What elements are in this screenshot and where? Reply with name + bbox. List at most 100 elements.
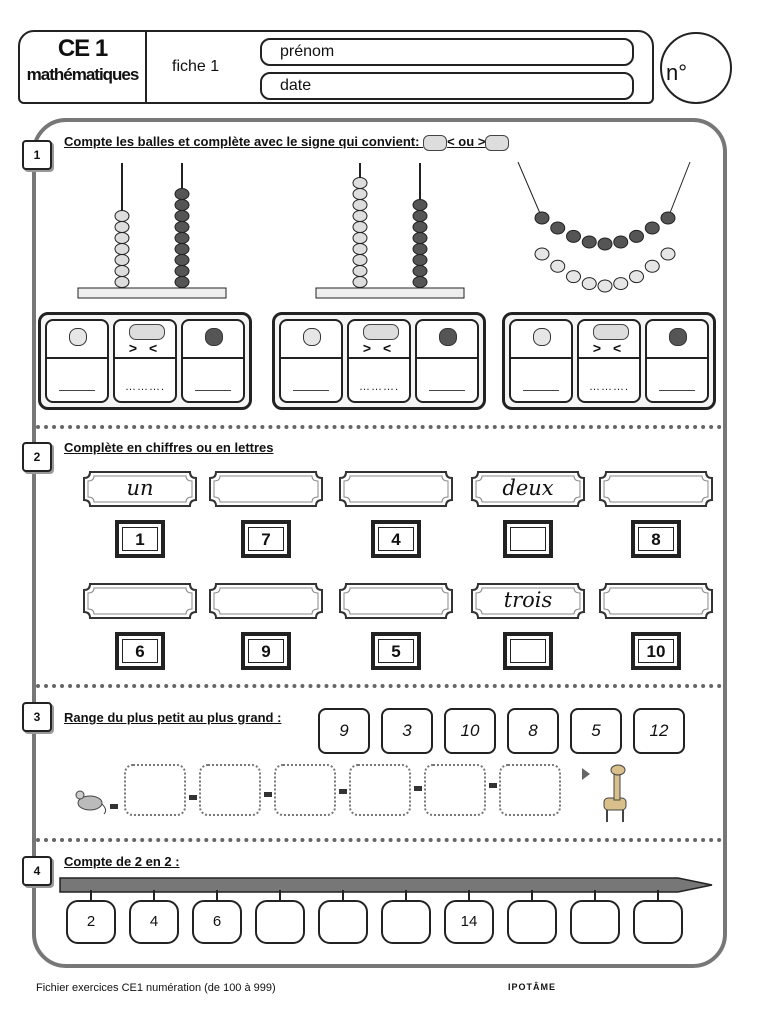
tick-mark: [153, 890, 155, 900]
bead: [581, 235, 597, 249]
answer-line: [195, 390, 231, 391]
section1-instruction: Compte les balles et complète avec le si…: [64, 134, 510, 151]
count-box[interactable]: 14: [444, 900, 494, 944]
digit-box[interactable]: 5: [371, 632, 421, 670]
digit-box[interactable]: 4: [371, 520, 421, 558]
comparison-box: > < ……….: [38, 312, 252, 410]
count-box[interactable]: [318, 900, 368, 944]
chain-link: [189, 795, 197, 800]
bead: [412, 243, 428, 255]
digit-box[interactable]: [503, 632, 553, 670]
word-frame[interactable]: un: [82, 470, 198, 508]
digit-box[interactable]: 6: [115, 632, 165, 670]
answer-dots: ……….: [588, 381, 630, 393]
digit-box[interactable]: 10: [631, 632, 681, 670]
section-number: 1: [22, 140, 52, 170]
bead: [114, 210, 130, 222]
bead: [660, 211, 676, 225]
frame-border: [471, 471, 585, 507]
count-box[interactable]: 4: [129, 900, 179, 944]
digit-text: 10: [638, 639, 674, 663]
bead: [412, 265, 428, 277]
cell-divider: [579, 357, 639, 359]
sign-answer-cell[interactable]: > <……….: [577, 319, 641, 403]
chain-link: [264, 792, 272, 797]
date-field[interactable]: date: [260, 72, 634, 100]
number-line-arrow: [59, 877, 713, 893]
order-slot[interactable]: [124, 764, 186, 816]
abacus-1: [77, 163, 227, 299]
digit-box[interactable]: 9: [241, 632, 291, 670]
frame-border: [209, 471, 323, 507]
word-text: un: [126, 476, 154, 500]
crocodile-gt-icon: [485, 134, 510, 151]
digit-text: 5: [378, 639, 414, 663]
comparison-box: > <……….: [272, 312, 486, 410]
bead: [352, 265, 368, 277]
sign-answer-cell[interactable]: > < ……….: [113, 319, 177, 403]
dark-count-cell[interactable]: [415, 319, 479, 403]
instruction-text: Compte les balles et complète avec le si…: [64, 134, 420, 149]
count-box[interactable]: [570, 900, 620, 944]
count-box[interactable]: 2: [66, 900, 116, 944]
light-count-cell[interactable]: [279, 319, 343, 403]
header-frame: [18, 30, 654, 104]
number-field[interactable]: n°: [660, 32, 732, 104]
digit-box[interactable]: [503, 520, 553, 558]
firstname-field[interactable]: prénom: [260, 38, 634, 66]
digit-box[interactable]: 8: [631, 520, 681, 558]
word-frame[interactable]: [598, 470, 714, 508]
bead: [114, 221, 130, 233]
bead: [114, 254, 130, 266]
cell-divider: [511, 357, 571, 359]
answer-dots: ……….: [124, 381, 166, 393]
digit-text: 6: [122, 639, 158, 663]
order-slot[interactable]: [499, 764, 561, 816]
bead: [174, 199, 190, 211]
word-frame[interactable]: [598, 582, 714, 620]
bead: [352, 188, 368, 200]
light-ball-icon: [533, 328, 551, 346]
number-card: 5: [570, 708, 622, 754]
word-frame[interactable]: trois: [470, 582, 586, 620]
crocodile-icon: [363, 324, 399, 340]
word-frame[interactable]: [208, 582, 324, 620]
tick-mark: [405, 890, 407, 900]
digit-text: [510, 639, 546, 663]
order-slot[interactable]: [274, 764, 336, 816]
bead: [644, 221, 660, 235]
word-frame[interactable]: [338, 582, 454, 620]
frame-border: [599, 583, 713, 619]
firstname-label: prénom: [280, 43, 335, 60]
frame-border: [339, 583, 453, 619]
digit-box[interactable]: 1: [115, 520, 165, 558]
count-box[interactable]: [381, 900, 431, 944]
dark-count-cell[interactable]: [645, 319, 709, 403]
count-box[interactable]: [633, 900, 683, 944]
count-box[interactable]: 6: [192, 900, 242, 944]
word-frame[interactable]: [82, 582, 198, 620]
word-frame[interactable]: [338, 470, 454, 508]
light-ball-icon: [69, 328, 87, 346]
frame-border: [83, 471, 197, 507]
order-slot[interactable]: [424, 764, 486, 816]
order-slot[interactable]: [349, 764, 411, 816]
sign-hint: > <: [128, 340, 162, 356]
number-card: 8: [507, 708, 559, 754]
light-count-cell[interactable]: [45, 319, 109, 403]
number-card: 12: [633, 708, 685, 754]
bead: [412, 276, 428, 288]
count-box[interactable]: [255, 900, 305, 944]
light-count-cell[interactable]: [509, 319, 573, 403]
word-frame[interactable]: deux: [470, 470, 586, 508]
word-frame[interactable]: [208, 470, 324, 508]
order-slot[interactable]: [199, 764, 261, 816]
digit-text: 1: [122, 527, 158, 551]
digit-box[interactable]: 7: [241, 520, 291, 558]
sign-answer-cell[interactable]: > <……….: [347, 319, 411, 403]
bead: [534, 247, 550, 261]
count-box[interactable]: [507, 900, 557, 944]
dark-count-cell[interactable]: [181, 319, 245, 403]
frame-border: [209, 583, 323, 619]
bead: [352, 232, 368, 244]
